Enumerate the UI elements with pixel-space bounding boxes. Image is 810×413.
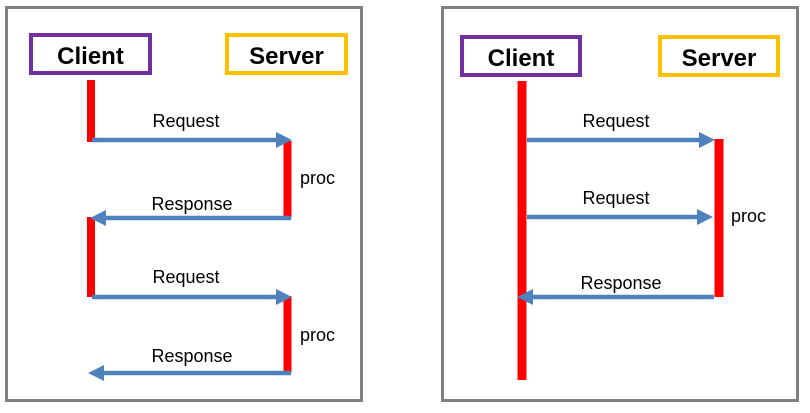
left-server-box bbox=[225, 33, 348, 75]
left-server-activation-bar-2 bbox=[283, 296, 292, 373]
right-message-2-label: Request bbox=[582, 188, 649, 208]
right-server-box bbox=[658, 35, 780, 77]
left-message-3-arrowhead-right bbox=[276, 289, 292, 305]
left-message-1-label: Request bbox=[152, 111, 219, 131]
right-proc-label: proc bbox=[731, 206, 766, 226]
right-message-3-label: Response bbox=[580, 273, 661, 293]
left-message-4-label: Response bbox=[151, 346, 232, 366]
right-server-activation-bar bbox=[714, 139, 724, 297]
right-client-box bbox=[460, 35, 582, 77]
left-client-box bbox=[29, 33, 152, 75]
left-server-activation-bar-1 bbox=[283, 141, 292, 218]
right-server-label: Server bbox=[682, 45, 757, 72]
left-message-2-label: Response bbox=[151, 194, 232, 214]
left-message-3-label: Request bbox=[152, 267, 219, 287]
right-message-3-arrowhead-left bbox=[517, 289, 533, 305]
right-panel: Client Server Request Request proc Respo… bbox=[441, 6, 799, 402]
left-proc-label-2: proc bbox=[300, 325, 335, 345]
right-client-activation-bar bbox=[517, 81, 527, 380]
left-proc-label-1: proc bbox=[300, 168, 335, 188]
left-client-activation-bar-2 bbox=[87, 217, 95, 297]
right-message-1-arrowhead-right bbox=[699, 132, 715, 148]
left-client-label: Client bbox=[57, 43, 124, 70]
left-message-1-arrowhead-right bbox=[276, 132, 292, 148]
right-message-1-label: Request bbox=[582, 111, 649, 131]
left-client-activation-bar-1 bbox=[87, 80, 95, 142]
right-message-2-arrowhead-right bbox=[697, 209, 713, 225]
left-message-2-arrowhead-left bbox=[90, 210, 106, 226]
right-client-label: Client bbox=[488, 45, 555, 72]
left-server-label: Server bbox=[249, 43, 324, 70]
left-panel: Client Server Request proc Response Requ… bbox=[5, 6, 363, 402]
left-message-4-arrowhead-left bbox=[88, 365, 104, 381]
